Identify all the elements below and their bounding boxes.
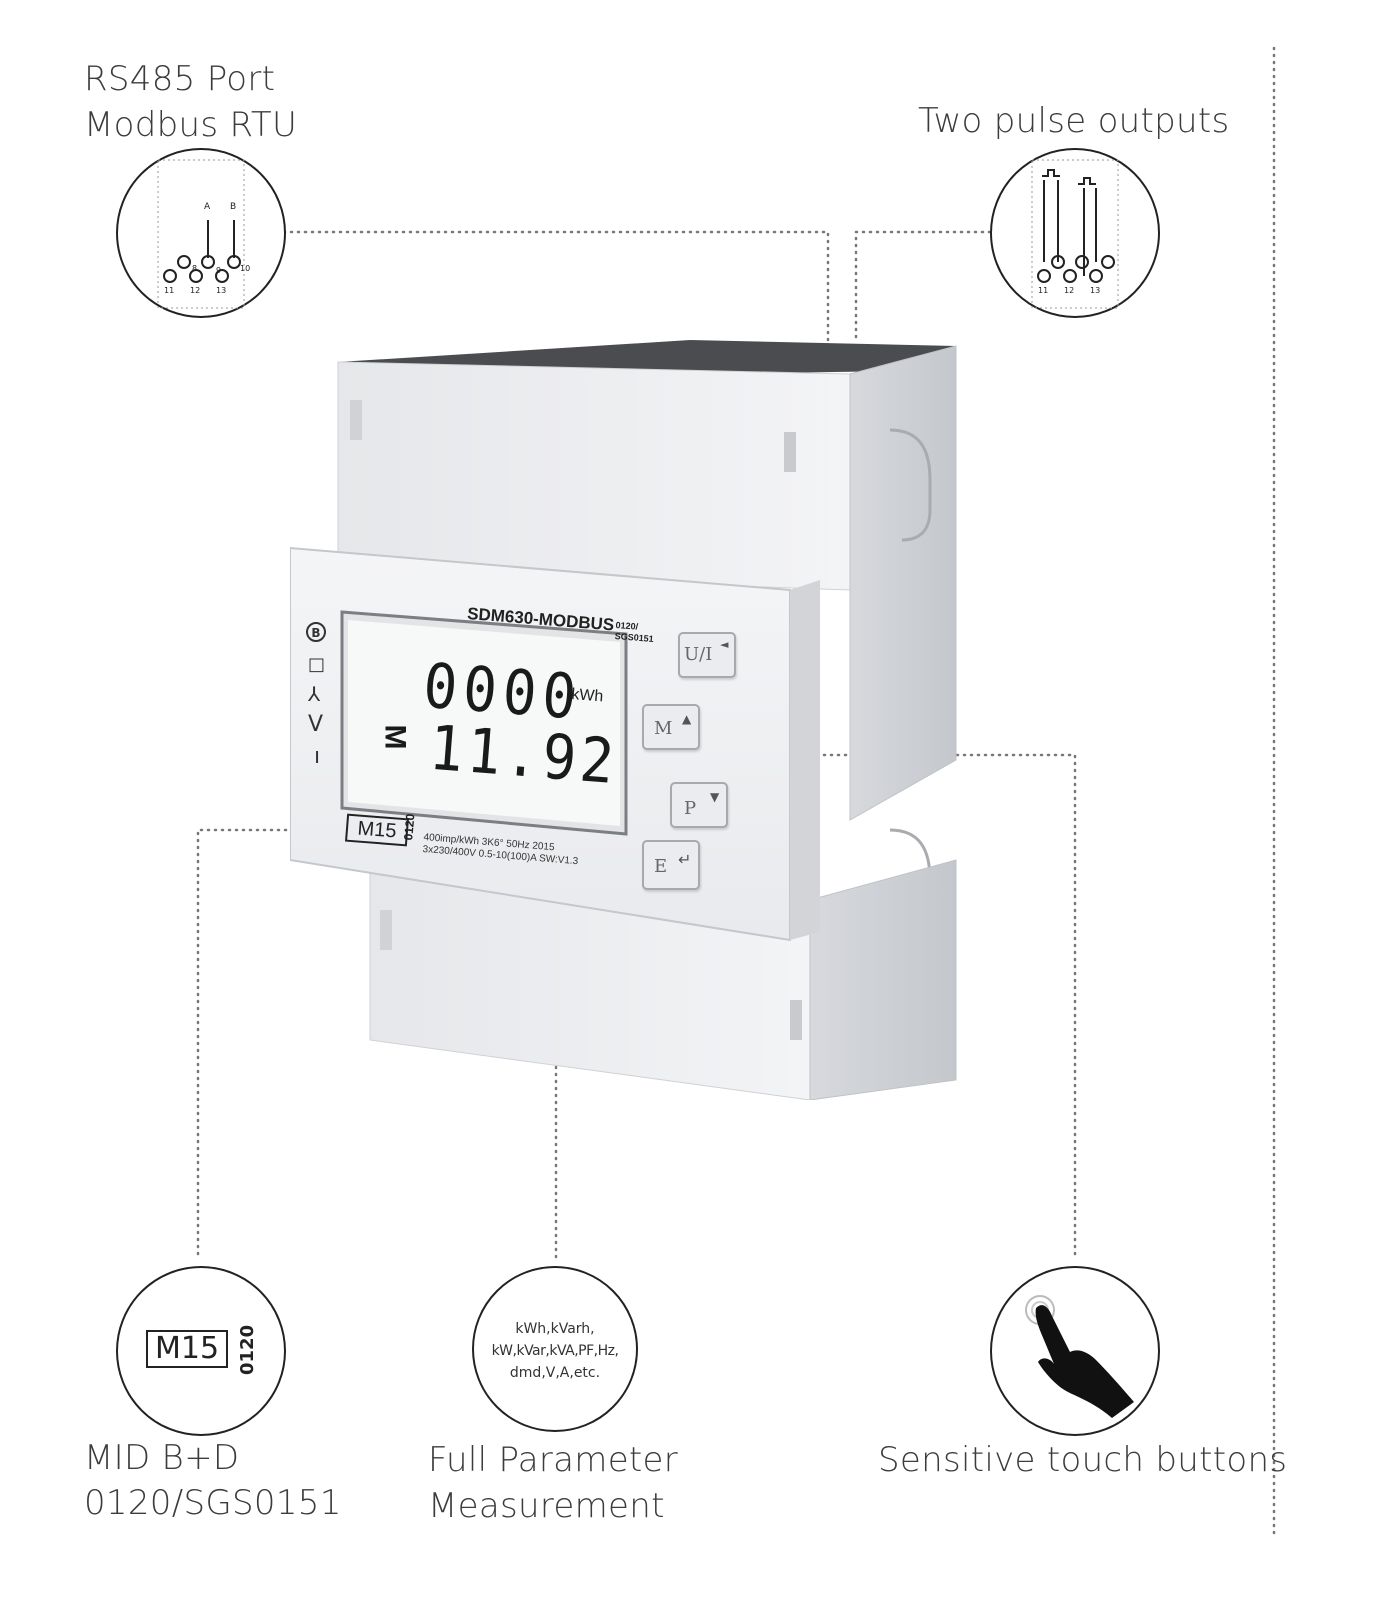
b-class-icon: B: [306, 622, 326, 642]
rs485-num-8: 8: [192, 264, 198, 273]
up-arrow-icon: ▲: [682, 712, 692, 726]
lcd-mode: M: [378, 724, 412, 750]
voltage-icon: V: [308, 712, 324, 737]
p-button-label: P: [684, 798, 697, 819]
left-arrow-icon: ◄: [720, 638, 729, 651]
rs485-num-11: 11: [164, 286, 175, 295]
pulse-num-12: 12: [1064, 286, 1075, 295]
meter-housing: [290, 340, 957, 1100]
params-subtitle: Measurement: [428, 1486, 665, 1526]
e-button-label: E: [654, 856, 668, 877]
rs485-title: RS485 Port: [84, 59, 276, 99]
rs485-label-a: A: [204, 202, 211, 212]
pulse-terminal-icon: 11 12 13: [990, 148, 1160, 318]
params-icon: kWh,kVarh, kW,kVar,kVA,PF,Hz, dmd,V,A,et…: [472, 1266, 638, 1432]
pulse-num-11: 11: [1038, 286, 1049, 295]
lcd-unit: kWh: [570, 686, 604, 706]
mid-subtitle: 0120/SGS0151: [84, 1483, 342, 1523]
mid-title: MID B+D: [84, 1438, 240, 1478]
params-icon-line2: kW,kVar,kVA,PF,Hz,: [491, 1343, 619, 1359]
mid-mark-code: 0120: [237, 1324, 258, 1375]
mid-mark-icon: M15 0120: [116, 1266, 286, 1436]
rs485-num-12: 12: [190, 286, 201, 295]
params-icon-line3: dmd,V,A,etc.: [509, 1365, 601, 1381]
e-button[interactable]: E ↵: [642, 840, 700, 890]
down-arrow-icon: ▼: [710, 790, 720, 804]
lcd-line2: 11.92: [426, 712, 621, 799]
touch-title: Sensitive touch buttons: [878, 1440, 1288, 1480]
rs485-num-9: 9: [216, 266, 222, 275]
enter-arrow-icon: ↵: [678, 850, 692, 869]
ui-button-label: U/I: [684, 644, 713, 665]
m-button[interactable]: M ▲: [642, 704, 700, 750]
m-button-label: M: [654, 718, 673, 739]
params-icon-line1: kWh,kVarh,: [515, 1321, 595, 1337]
pulse-title: Two pulse outputs: [918, 101, 1230, 141]
meter-mid-mark: M15: [344, 813, 410, 847]
ui-button[interactable]: U/I ◄: [678, 632, 736, 678]
rs485-num-10: 10: [240, 264, 251, 273]
params-title: Full Parameter: [428, 1440, 679, 1480]
rs485-subtitle: Modbus RTU: [84, 105, 298, 145]
rs485-terminal-icon: A B 8 9 10 11 12 13: [116, 148, 286, 318]
three-phase-icon: ⅄: [308, 682, 321, 706]
energy-meter: SDM630-MODBUS 0120/ SGS0151 0000 kWh M 1…: [290, 340, 990, 1100]
meter-cert: 0120/ SGS0151: [614, 620, 655, 645]
mid-mark-box: M15: [146, 1330, 228, 1368]
meter-mid-code: 0120: [401, 813, 418, 841]
double-insulation-icon: □: [308, 654, 326, 675]
p-button[interactable]: P ▼: [670, 782, 728, 828]
pulse-num-13: 13: [1090, 286, 1101, 295]
temperature-icon: ı: [314, 744, 321, 769]
rs485-label-b: B: [230, 202, 237, 212]
rs485-num-13: 13: [216, 286, 227, 295]
finger-touch-icon: [990, 1266, 1160, 1436]
